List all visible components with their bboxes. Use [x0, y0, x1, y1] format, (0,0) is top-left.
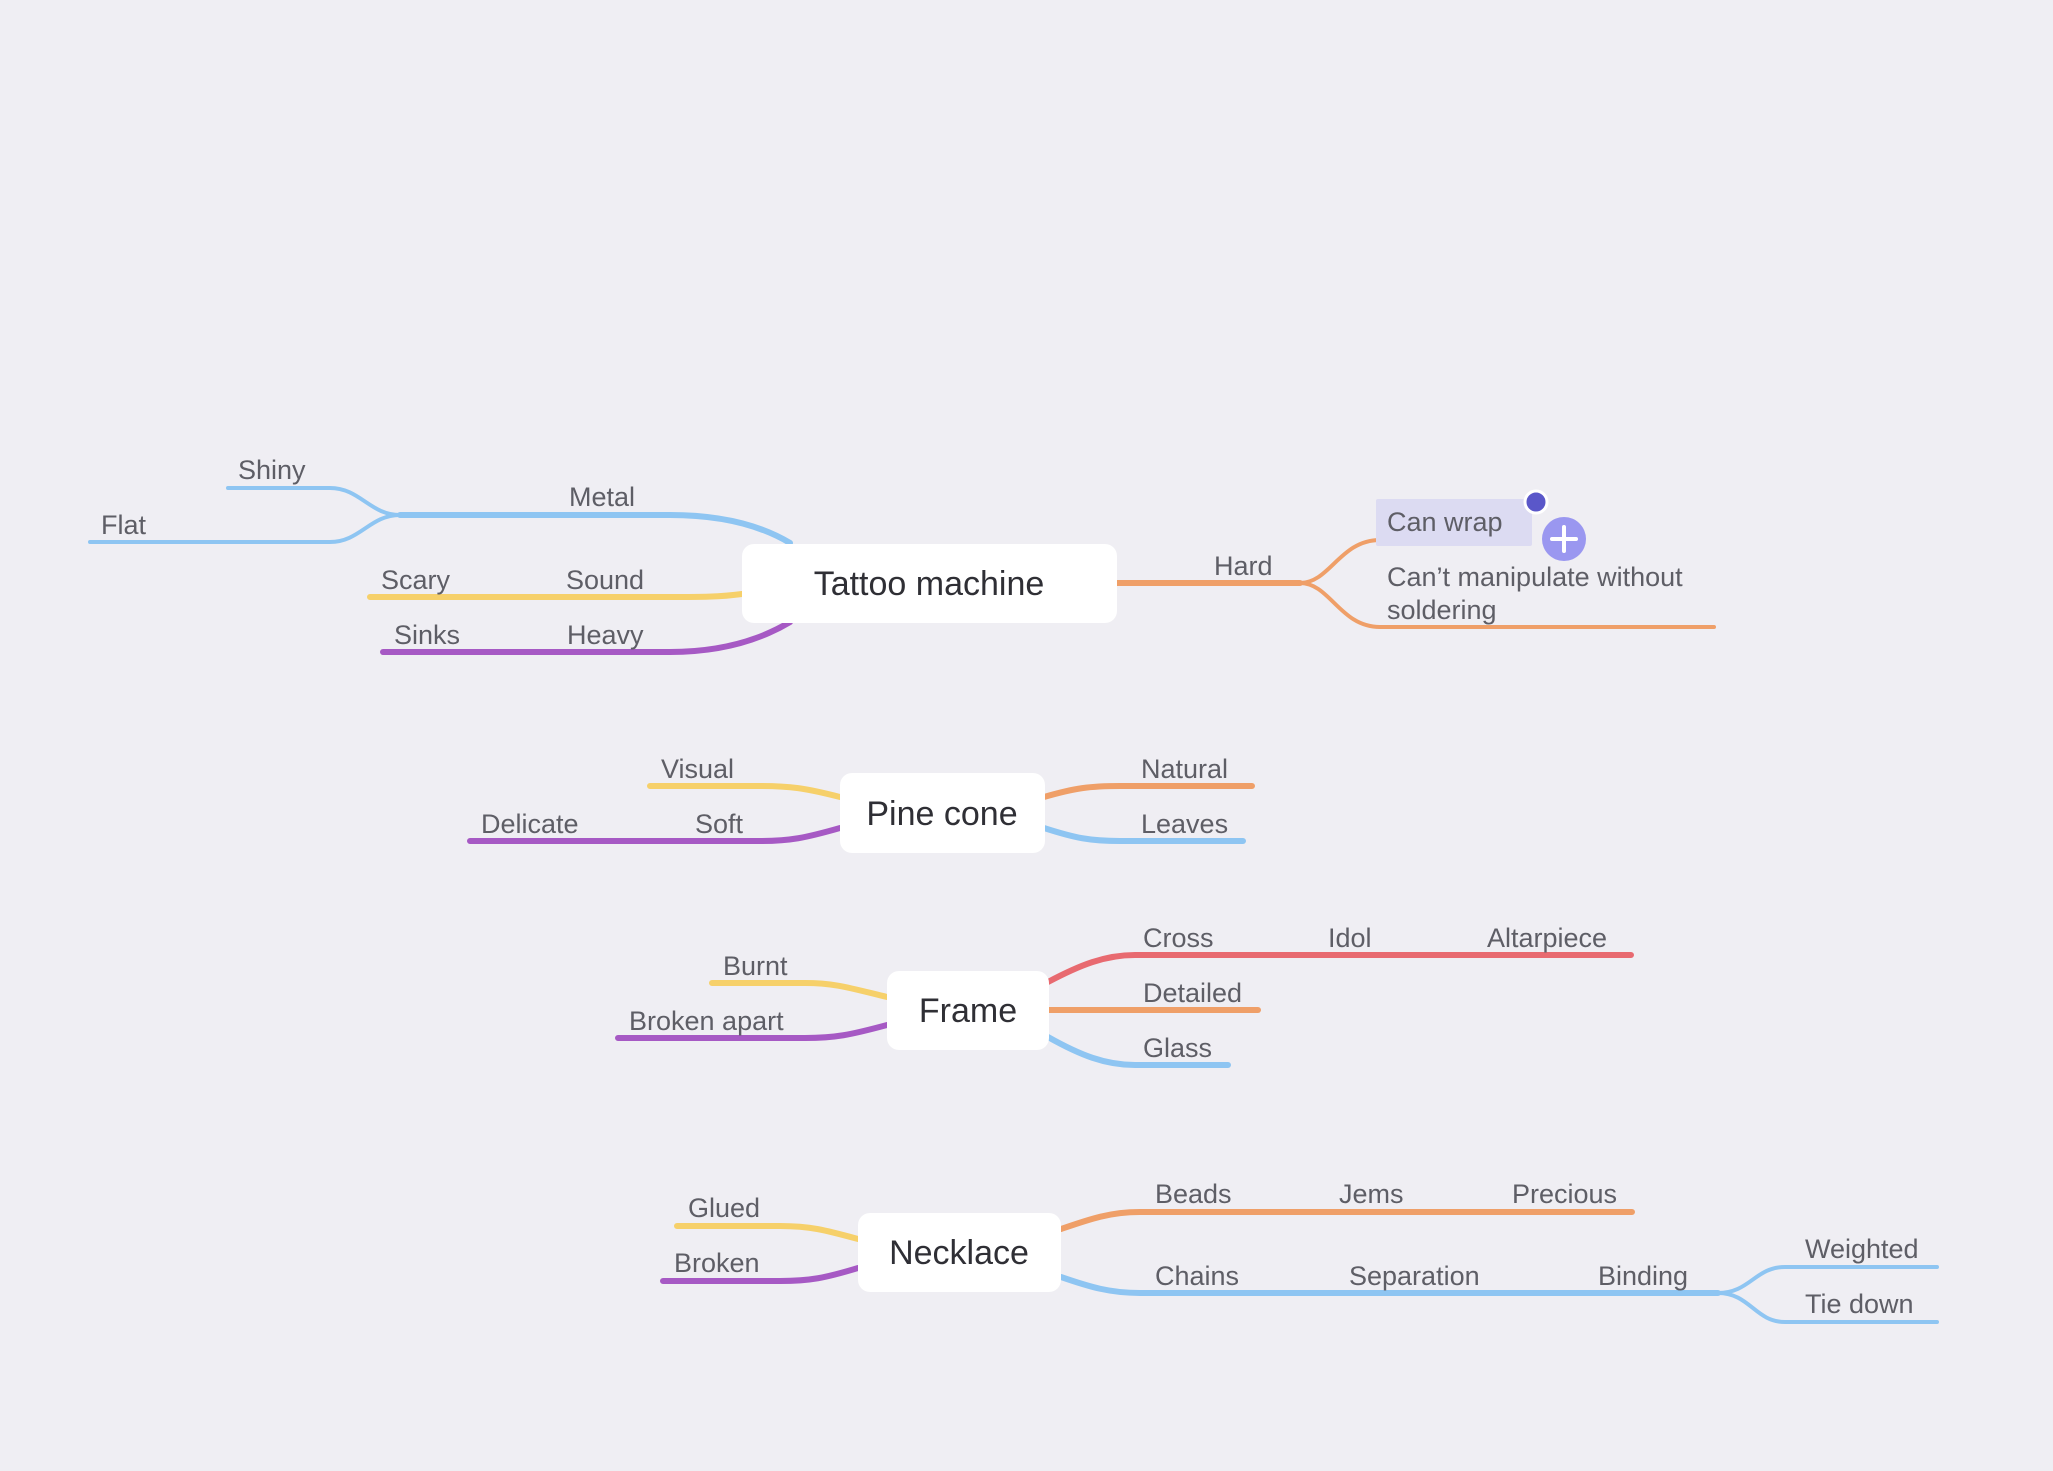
branch-weighted: [1716, 1265, 1939, 1295]
node-sound[interactable]: Sound: [566, 565, 644, 595]
node-hard[interactable]: Hard: [1214, 551, 1273, 581]
topic-group-frame: Frame Burnt Broken apart Cross Idol Alta…: [615, 923, 1634, 1068]
topic-pine-cone[interactable]: Pine cone: [866, 795, 1017, 833]
branch-natural: [1041, 783, 1255, 800]
node-scary[interactable]: Scary: [381, 565, 451, 595]
branch-flat: [88, 513, 402, 544]
branch-metal: [397, 512, 793, 546]
branch-tie-down: [1716, 1291, 1939, 1324]
branch-glued: [674, 1223, 861, 1242]
topic-group-pine-cone: Pine cone Visual Soft Delicate Natural L…: [467, 754, 1255, 853]
node-broken[interactable]: Broken: [674, 1248, 760, 1278]
topic-group-necklace: Necklace Glued Broken Beads Jems Preciou…: [660, 1179, 1939, 1324]
node-chains[interactable]: Chains: [1155, 1261, 1239, 1291]
node-flat[interactable]: Flat: [101, 510, 147, 540]
node-can-wrap[interactable]: Can wrap: [1387, 507, 1503, 537]
node-beads[interactable]: Beads: [1155, 1179, 1232, 1209]
branch-sound: [367, 591, 745, 600]
node-metal[interactable]: Metal: [569, 482, 635, 512]
node-weighted[interactable]: Weighted: [1805, 1234, 1919, 1264]
selection-highlight: [1376, 499, 1532, 546]
node-idol[interactable]: Idol: [1328, 923, 1372, 953]
branch-heavy: [380, 619, 793, 655]
topic-pine-cone-box[interactable]: [840, 773, 1045, 853]
node-heavy[interactable]: Heavy: [567, 620, 644, 650]
topic-frame-box[interactable]: [887, 971, 1049, 1050]
node-delicate[interactable]: Delicate: [481, 809, 579, 839]
branch-broken-apart: [615, 1022, 890, 1041]
topic-necklace[interactable]: Necklace: [889, 1234, 1029, 1272]
node-binding[interactable]: Binding: [1598, 1261, 1688, 1291]
branch-broken: [660, 1265, 861, 1284]
branch-shiny: [226, 486, 402, 517]
node-glass[interactable]: Glass: [1143, 1033, 1212, 1063]
topic-tattoo-machine[interactable]: Tattoo machine: [814, 565, 1045, 603]
topic-group-tattoo-machine: Tattoo machine Metal Shiny Flat Sound Sc…: [88, 455, 1716, 655]
node-soft[interactable]: Soft: [695, 809, 744, 839]
node-natural[interactable]: Natural: [1141, 754, 1228, 784]
node-leaves[interactable]: Leaves: [1141, 809, 1228, 839]
node-detailed[interactable]: Detailed: [1143, 978, 1242, 1008]
branch-soft: [467, 825, 843, 844]
node-cross[interactable]: Cross: [1143, 923, 1214, 953]
node-sinks[interactable]: Sinks: [394, 620, 460, 650]
branch-burnt: [709, 980, 890, 1000]
node-altarpiece[interactable]: Altarpiece: [1487, 923, 1607, 953]
node-burnt[interactable]: Burnt: [723, 951, 788, 981]
topic-frame[interactable]: Frame: [919, 992, 1017, 1030]
node-visual[interactable]: Visual: [661, 754, 734, 784]
branch-glass: [1045, 1034, 1231, 1068]
branch-visual: [647, 783, 843, 800]
node-glued[interactable]: Glued: [688, 1193, 760, 1223]
topic-tattoo-machine-box[interactable]: [742, 544, 1117, 623]
branch-cross: [1045, 952, 1634, 985]
branch-chains: [1058, 1274, 1721, 1296]
resize-handle-icon[interactable]: [1523, 489, 1549, 515]
branch-beads: [1058, 1209, 1635, 1232]
branch-leaves: [1041, 825, 1246, 844]
node-separation[interactable]: Separation: [1349, 1261, 1480, 1291]
plus-icon[interactable]: [1542, 517, 1586, 561]
node-tie-down[interactable]: Tie down: [1805, 1289, 1914, 1319]
node-shiny[interactable]: Shiny: [238, 455, 306, 485]
node-broken-apart[interactable]: Broken apart: [629, 1006, 784, 1036]
node-precious[interactable]: Precious: [1512, 1179, 1617, 1209]
node-jems[interactable]: Jems: [1339, 1179, 1404, 1209]
node-cant-manipulate-line1[interactable]: Can’t manipulate without: [1387, 562, 1683, 592]
branch-cant-manipulate: [1298, 581, 1716, 629]
node-cant-manipulate-line2[interactable]: soldering: [1387, 595, 1497, 625]
topic-necklace-box[interactable]: [858, 1213, 1061, 1292]
